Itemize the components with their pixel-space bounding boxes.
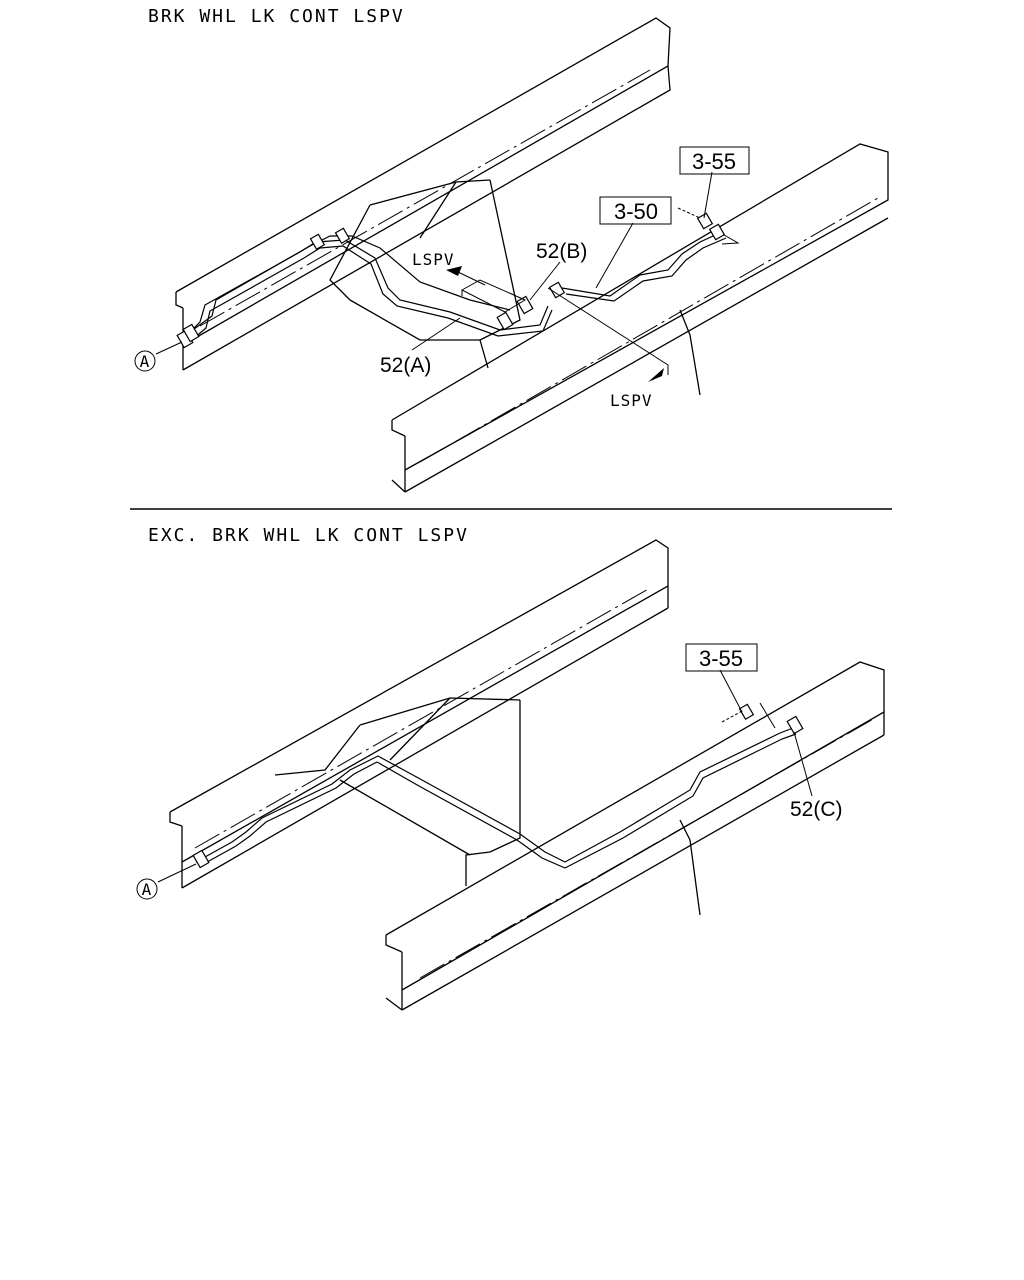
top-left-frame-rail: [175, 17, 671, 371]
top-brake-pipes: [181, 227, 740, 346]
top-marker-a[interactable]: A: [140, 352, 151, 371]
bottom-left-frame-rail: [169, 539, 669, 889]
bottom-brake-pipe: [195, 702, 797, 869]
lspv-upper-arrow-icon: [446, 266, 462, 276]
top-ref-box-3-50: [599, 196, 672, 225]
bottom-title: EXC. BRK WHL LK CONT LSPV: [148, 525, 469, 546]
top-ref-box-3-55: [679, 146, 750, 175]
top-label-52a[interactable]: 52(A): [380, 354, 431, 377]
bottom-right-frame-rail: [385, 661, 885, 1011]
top-lspv-label-lower: LSPV: [610, 391, 653, 410]
bottom-fittings: [192, 703, 804, 869]
top-lspv-valve: [446, 266, 669, 382]
top-section: BRK WHL LK CONT LSPV: [134, 6, 889, 493]
bottom-ref-box-3-55: [685, 643, 758, 672]
top-marker-a-circle: [134, 350, 156, 372]
bottom-marker-a[interactable]: A: [142, 880, 153, 899]
top-ref-3-55[interactable]: 3-55: [692, 149, 736, 174]
lspv-lower-arrow-icon: [648, 368, 664, 382]
top-ref-3-50[interactable]: 3-50: [614, 199, 658, 224]
bottom-section: EXC. BRK WHL LK CONT LSPV: [136, 525, 885, 1011]
bottom-cross-member: [274, 697, 521, 886]
bottom-marker-a-circle: [136, 878, 158, 900]
bottom-leaders: [157, 669, 813, 883]
top-lspv-label-upper: LSPV: [412, 250, 455, 269]
bottom-ref-3-55[interactable]: 3-55: [699, 646, 743, 671]
bottom-label-52c[interactable]: 52(C): [790, 798, 843, 821]
top-title: BRK WHL LK CONT LSPV: [148, 6, 405, 27]
top-cross-member: [329, 179, 521, 369]
top-label-52b[interactable]: 52(B): [536, 240, 587, 263]
top-leaders: [155, 171, 713, 355]
top-fittings: [176, 207, 726, 349]
top-right-frame-rail: [391, 143, 889, 493]
